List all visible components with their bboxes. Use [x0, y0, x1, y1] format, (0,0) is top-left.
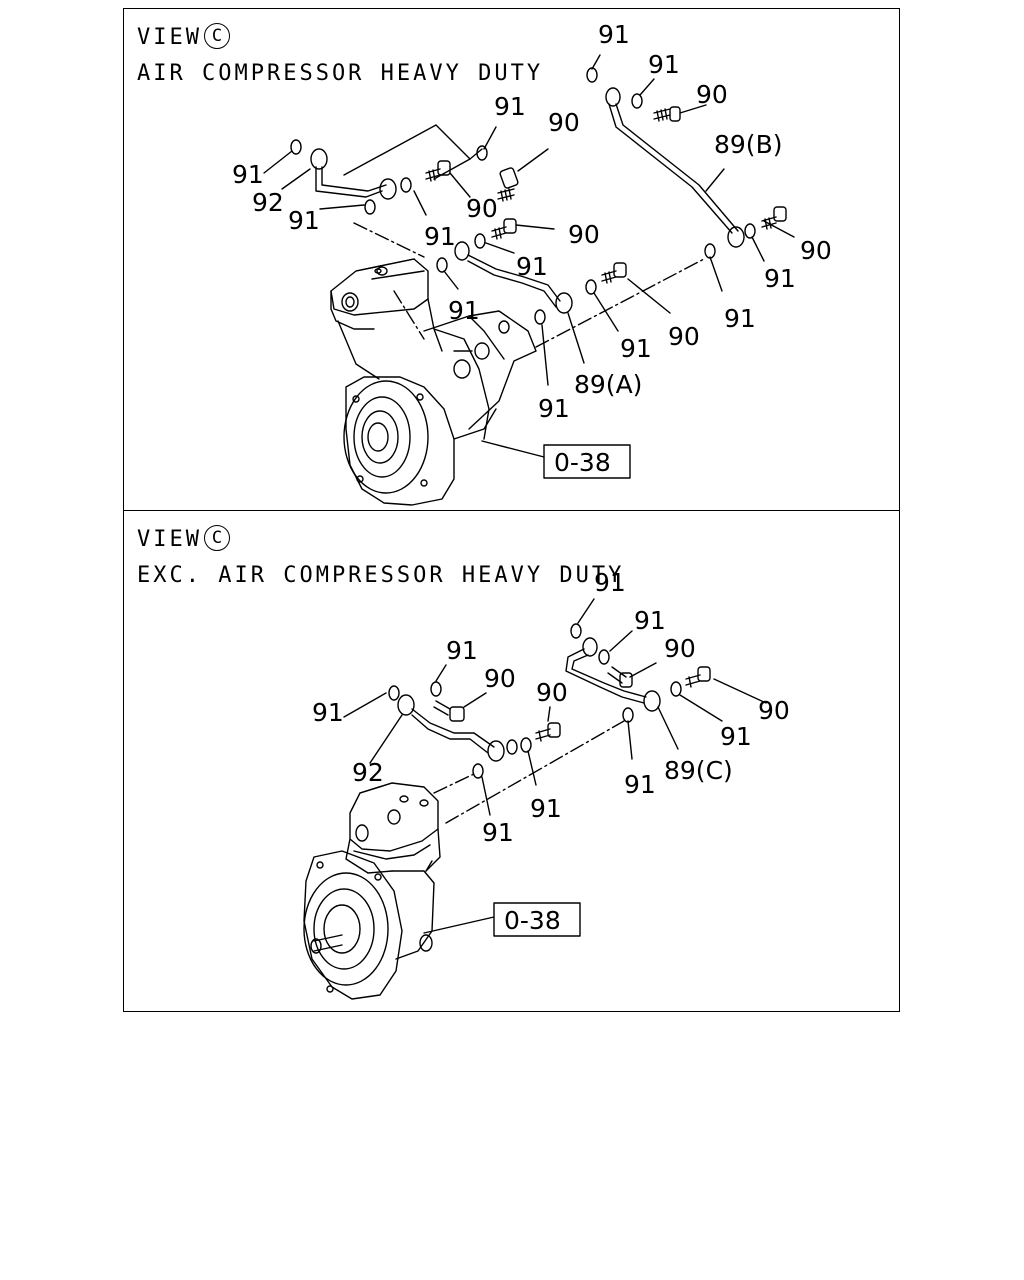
callout-label: 90	[668, 322, 700, 351]
callout-label: 91	[312, 698, 344, 727]
alignment-lines	[433, 720, 625, 824]
callout-label: 91	[764, 264, 796, 293]
callout-label: 90	[548, 108, 580, 137]
callout-label: 90	[466, 194, 498, 223]
callout-label: 90	[536, 678, 568, 707]
callout-label: 91	[424, 222, 456, 251]
leader-lines	[343, 598, 767, 934]
panel-title: EXC. AIR COMPRESSOR HEAVY DUTY	[137, 563, 625, 588]
callout-label: 91	[448, 296, 480, 325]
callout-label: 90	[800, 236, 832, 265]
bolts	[425, 106, 787, 284]
compressor-drawing	[303, 782, 441, 1000]
callout-label: 91	[482, 818, 514, 847]
leader-lines	[263, 54, 795, 458]
callout-label: 91	[598, 20, 630, 49]
view-mark-circle: C	[203, 525, 230, 551]
callout-label: 91	[634, 606, 666, 635]
reference-label: 0-38	[554, 448, 611, 477]
view-mark-circle: C	[203, 23, 230, 49]
panel-title: AIR COMPRESSOR HEAVY DUTY	[137, 61, 544, 86]
callout-label: 91	[516, 252, 548, 281]
pipe-89c	[565, 637, 661, 712]
reference-box[interactable]: 0-38	[493, 902, 581, 937]
callout-label: 92	[352, 758, 384, 787]
callout-label: 91	[494, 92, 526, 121]
callout-label: 90	[484, 664, 516, 693]
callout-label: 91	[530, 794, 562, 823]
pipe-92	[397, 694, 505, 762]
reference-box[interactable]: 0-38	[543, 444, 631, 479]
callout-label: 90	[664, 634, 696, 663]
callout-label: 90	[696, 80, 728, 109]
view-label-text: VIEW	[137, 527, 202, 552]
reference-label: 0-38	[504, 906, 561, 935]
compressor-drawing	[330, 258, 537, 506]
callout-label: 89(A)	[574, 370, 642, 399]
callout-labels: 91 91 91 90 90 90 91 90 91 92 91 91 91 8…	[312, 568, 790, 847]
callout-label: 91	[594, 568, 626, 597]
callout-label: 89(B)	[714, 130, 782, 159]
exc-air-compressor-diagram: 91 91 91 90 90 90 91 90 91 92 91 91 91 8…	[303, 568, 790, 1000]
callout-labels: 91 91 90 91 90 89(B) 91 92 91 91 90 90 9…	[232, 20, 832, 423]
bolts	[433, 666, 711, 742]
callout-label: 91	[648, 50, 680, 79]
pipe-89b	[605, 87, 745, 248]
callout-label: 91	[446, 636, 478, 665]
callout-label: 91	[288, 206, 320, 235]
callout-label: 91	[724, 304, 756, 333]
callout-label: 92	[252, 188, 284, 217]
pipe-89a	[454, 241, 573, 314]
pipe-92	[310, 148, 397, 200]
callout-label: 89(C)	[664, 756, 733, 785]
callout-label: 91	[620, 334, 652, 363]
callout-label: 91	[538, 394, 570, 423]
view-label-text: VIEW	[137, 25, 202, 50]
callout-label: 91	[720, 722, 752, 751]
callout-label: 90	[758, 696, 790, 725]
alignment-lines	[353, 222, 705, 348]
callout-label: 91	[624, 770, 656, 799]
air-compressor-heavy-duty-diagram: 91 91 90 91 90 89(B) 91 92 91 91 90 90 9…	[232, 20, 832, 506]
callout-label: 90	[568, 220, 600, 249]
callout-label: 91	[232, 160, 264, 189]
